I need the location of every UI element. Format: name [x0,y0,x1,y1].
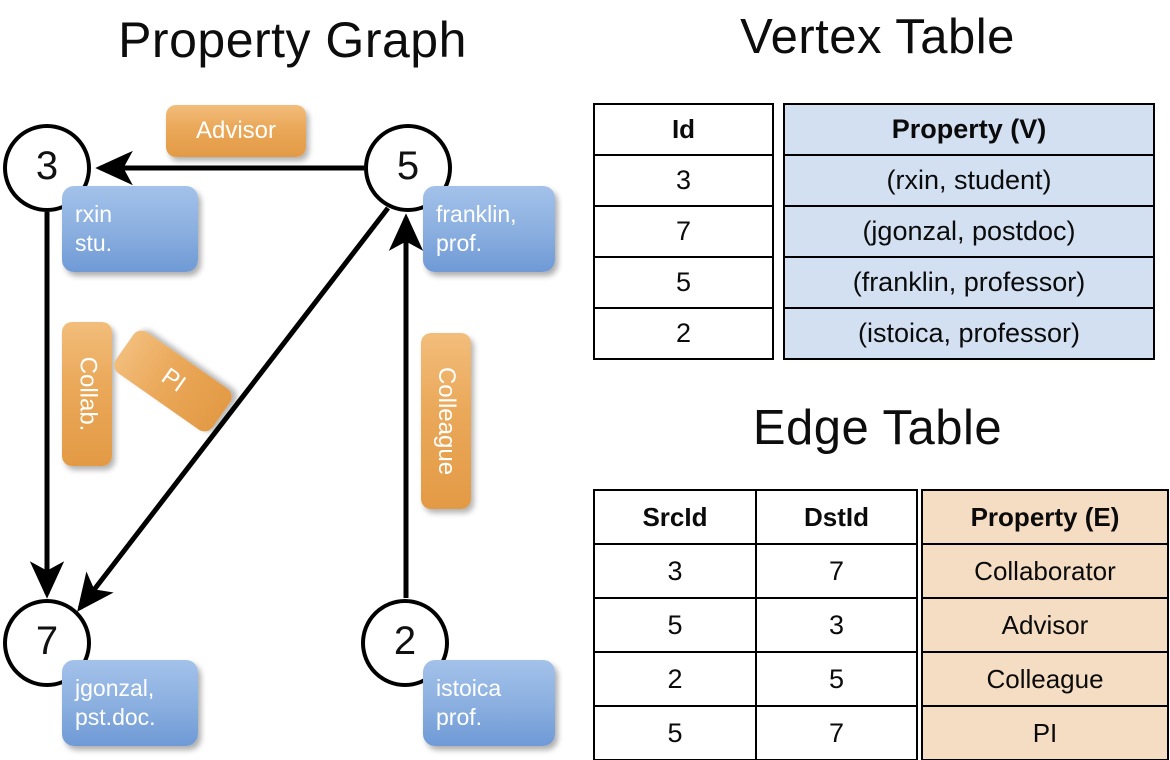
vertex-property-box-5: franklin, prof. [423,186,555,272]
edge-table-header-dstid: DstId [754,489,919,545]
table-row: 2 5 [593,651,919,707]
vertex-property-box-5-line1: franklin, [436,200,517,227]
edge-label-collaborator-text: Collab. [74,356,101,432]
edge-table-cell-srcid: 5 [593,597,757,653]
edge-table-property-column: Property (E) Collaborator Advisor Collea… [921,489,1169,760]
table-row: Advisor [921,597,1169,653]
table-row: 5 7 [593,705,919,760]
edge-table-header-property: Property (E) [921,489,1169,545]
edge-table-header-srcid: SrcId [593,489,757,545]
edge-table-cell-srcid: 3 [593,543,757,599]
vertex-property-box-3-line2: stu. [75,230,113,256]
edge-5-to-7 [77,206,390,612]
edge-table-cell-srcid: 5 [593,705,757,760]
edge-table-cell-dstid: 3 [754,597,919,653]
page-title-property-graph: Property Graph [118,12,467,68]
vertex-property-box-7-line2: pst.doc. [75,704,156,730]
table-row: (rxin, student) [783,154,1155,207]
graph-edges-layer [29,150,424,612]
property-graph-diagram: 3 5 7 2 rxin stu. franklin, prof. jgonza… [3,105,555,746]
edge-label-collaborator: Collab. [62,322,112,466]
table-row: 5 [593,256,774,309]
graph-node-2[interactable]: 2 [361,599,449,687]
vertex-property-box-2: istoica prof. [423,660,555,746]
table-header-row: Id [593,103,774,156]
edge-table-cell-property: Colleague [921,651,1169,707]
vertex-property-box-3: rxin stu. [62,186,198,272]
table-row: 5 3 [593,597,919,653]
graph-node-3-label: 3 [35,143,59,188]
table-row: 2 [593,307,774,360]
edge-table-cell-property: PI [921,705,1169,760]
table-row: (istoica, professor) [783,307,1155,360]
edge-table-id-columns: SrcId DstId 3 7 5 3 2 5 5 7 [593,489,919,760]
table-row: (franklin, professor) [783,256,1155,309]
vertex-property-box-5-line2: prof. [436,230,483,256]
vertex-property-box-2-line1: istoica [436,674,502,701]
vertex-table-cell-id: 2 [593,307,774,360]
table-header-row: Property (E) [921,489,1169,545]
vertex-property-box-3-line1: rxin [75,200,113,227]
table-row: 7 [593,205,774,258]
vertex-table-id-column: Id 3 7 5 2 [593,103,774,360]
vertex-table-cell-id: 3 [593,154,774,207]
edge-label-advisor: Advisor [166,105,306,157]
vertex-table-cell-property: (jgonzal, postdoc) [783,205,1155,258]
vertex-table-header-id: Id [593,103,774,156]
vertex-property-box-7: jgonzal, pst.doc. [62,660,198,746]
edge-label-colleague-text: Colleague [433,366,460,476]
edge-table-cell-dstid: 7 [754,543,919,599]
page-title-edge-table: Edge Table [752,401,1003,455]
table-header-row: Property (V) [783,103,1155,156]
edge-label-pi-text: PI [156,363,191,399]
vertex-property-box-2-line2: prof. [436,704,483,730]
vertex-table-cell-property: (franklin, professor) [783,256,1155,309]
table-row: Colleague [921,651,1169,707]
table-row: PI [921,705,1169,760]
table-header-row: SrcId DstId [593,489,919,545]
vertex-table-cell-id: 5 [593,256,774,309]
edge-table-cell-dstid: 5 [754,651,919,707]
table-row: Collaborator [921,543,1169,599]
table-row: (jgonzal, postdoc) [783,205,1155,258]
edge-table-cell-srcid: 2 [593,651,757,707]
table-row: 3 7 [593,543,919,599]
graph-node-5[interactable]: 5 [364,124,452,212]
vertex-property-box-7-line1: jgonzal, [75,674,155,701]
graph-node-2-label: 2 [393,618,417,663]
edge-label-colleague: Colleague [421,333,471,509]
vertex-table-cell-property: (rxin, student) [783,154,1155,207]
edge-table-cell-dstid: 7 [754,705,919,760]
edge-label-advisor-text: Advisor [195,117,277,144]
graph-node-7-label: 7 [35,618,59,663]
graph-node-5-label: 5 [396,143,420,188]
edge-table-cell-property: Collaborator [921,543,1169,599]
table-row: 3 [593,154,774,207]
edge-table-cell-property: Advisor [921,597,1169,653]
vertex-table-header-property: Property (V) [783,103,1155,156]
page-title-vertex-table: Vertex Table [740,10,1015,64]
vertex-table-cell-property: (istoica, professor) [783,307,1155,360]
vertex-table-property-column: Property (V) (rxin, student) (jgonzal, p… [783,103,1155,360]
vertex-table-cell-id: 7 [593,205,774,258]
